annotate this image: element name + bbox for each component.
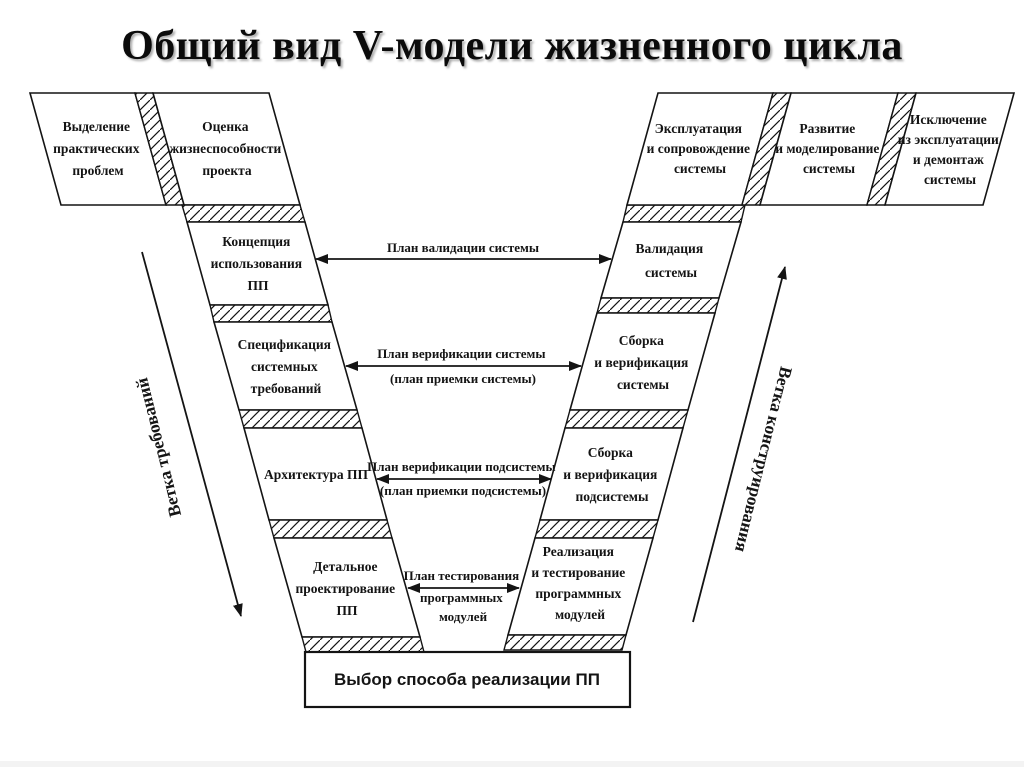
stage-implementation-label: Реализация и тестирование программных мо… (531, 544, 628, 622)
hatch-separator (181, 204, 306, 223)
stage-decommission-box (883, 92, 1016, 206)
hatch-separator (534, 519, 659, 539)
plan-testing-label: План тестирования программных модулей (404, 568, 523, 624)
page-title: Общий вид V-модели жизненного цикла (121, 23, 903, 69)
stage-assembly-subsystem-label: Сборка и верификация подсистемы (563, 445, 660, 504)
stage-detail-design-label: Детальное проектирование ПП (295, 559, 398, 618)
stage-evolution-label: Развитие и моделирование системы (775, 121, 883, 176)
arrow-construction-branch (692, 266, 787, 623)
hatch-separator (268, 519, 393, 539)
requirements-branch-label: Ветка требований (131, 376, 185, 519)
plan-verification-subsystem-label: План верификации подсистемы (план приемк… (367, 459, 559, 498)
stage-implementation-choice-box (303, 650, 632, 709)
stage-spec-label: Спецификация системных требований (238, 337, 335, 396)
stage-problems-label: Выделение практических проблем (53, 119, 143, 178)
hatch-separator (596, 297, 720, 314)
stage-validation-label: Валидация системы (635, 241, 706, 280)
plan-verification-system-label: План верификации системы (план приемки с… (377, 346, 549, 386)
stage-operation-label: Эксплуатация и сопровождение системы (647, 121, 754, 176)
stage-decommission-label: Исключение из эксплуатации и демонтаж си… (898, 112, 1002, 187)
stage-assembly-system-label: Сборка и верификация системы (594, 333, 691, 392)
plan-validation-label: План валидации системы (387, 240, 539, 255)
hatch-separator (209, 304, 333, 323)
construction-branch-label: Ветка конструирования (731, 365, 796, 555)
stage-validation-box (599, 221, 743, 299)
hatch-separator (564, 409, 689, 429)
hatch-separator (301, 636, 425, 653)
stage-feasibility-label: Оценка жизнеспособности проекта (169, 119, 284, 178)
stage-implementation-choice-label: Выбор способа реализации ПП (334, 670, 600, 689)
stage-concept-label: Концепция использования ПП (211, 234, 306, 293)
arrow-requirements-branch (141, 251, 243, 617)
hatch-separator (238, 409, 363, 429)
hatch-separator (503, 634, 627, 651)
slide-bottom-edge (0, 761, 1024, 767)
stage-architecture-label: Архитектура ПП (264, 467, 369, 482)
hatch-separator (622, 204, 746, 223)
